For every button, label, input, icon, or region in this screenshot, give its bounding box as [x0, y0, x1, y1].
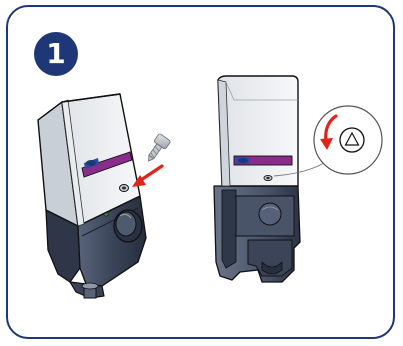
screw-icon: [143, 133, 171, 165]
right-dispenser-housing: [218, 76, 298, 186]
right-dispenser-base: [214, 186, 300, 282]
left-dispenser-knob: [114, 210, 142, 242]
right-dispenser: [214, 76, 300, 282]
rotate-callout: [314, 106, 382, 174]
lock-knob-icon: [340, 128, 364, 152]
left-dispenser: [38, 94, 146, 298]
